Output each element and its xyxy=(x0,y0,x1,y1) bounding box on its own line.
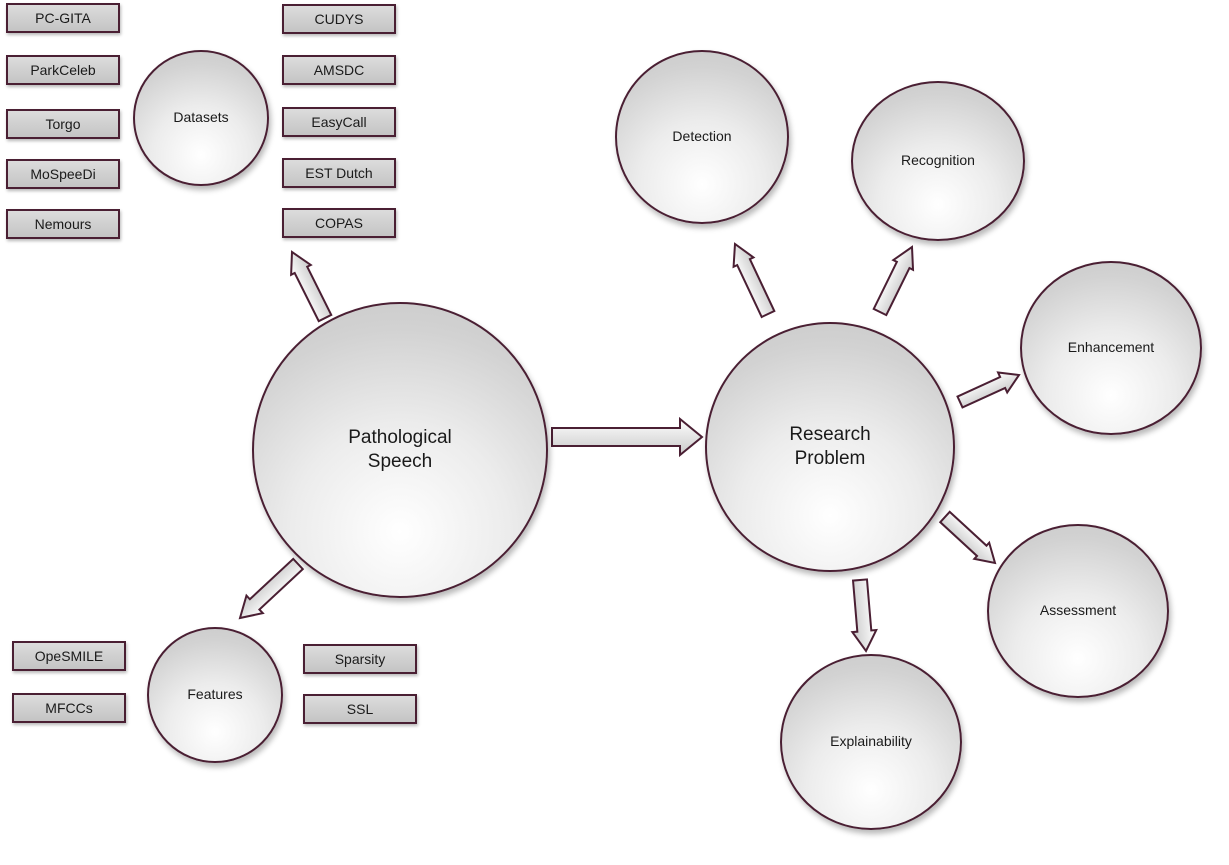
arrow-to-enhancement xyxy=(956,371,1021,409)
dataset-box-pc-gita: PC-GITA xyxy=(6,3,120,33)
arrow-to-recognition xyxy=(872,245,915,317)
recognition-label: Recognition xyxy=(901,152,975,169)
features-label: Features xyxy=(187,686,243,703)
feature-box-ssl: SSL xyxy=(303,694,417,724)
enhancement-node: Enhancement xyxy=(1020,261,1202,435)
research-problem-label: Research Problem xyxy=(789,424,871,469)
feature-box-mfccs: MFCCs xyxy=(12,693,126,723)
feature-box-sparsity: Sparsity xyxy=(303,644,417,674)
detection-label: Detection xyxy=(672,128,732,145)
arrow-to-assessment xyxy=(938,510,997,565)
dataset-box-amsdc: AMSDC xyxy=(282,55,396,85)
enhancement-label: Enhancement xyxy=(1067,339,1155,356)
recognition-node: Recognition xyxy=(851,81,1025,241)
dataset-box-cudys: CUDYS xyxy=(282,4,396,34)
arrow-to-research-problem xyxy=(551,416,704,458)
dataset-box-easycall: EasyCall xyxy=(282,107,396,137)
datasets-label: Datasets xyxy=(173,109,229,126)
arrow-to-datasets xyxy=(290,250,333,323)
research-problem-node: Research Problem xyxy=(705,322,955,572)
explainability-label: Explainability xyxy=(830,733,912,750)
assessment-node: Assessment xyxy=(987,524,1169,698)
features-node: Features xyxy=(147,627,283,763)
dataset-box-est-dutch: EST Dutch xyxy=(282,158,396,188)
dataset-box-nemours: Nemours xyxy=(6,209,120,239)
detection-node: Detection xyxy=(615,50,789,224)
pathological-speech-node: Pathological Speech xyxy=(252,302,548,598)
dataset-box-torgo: Torgo xyxy=(6,109,120,139)
dataset-box-copas: COPAS xyxy=(282,208,396,238)
arrow-to-explainability xyxy=(850,578,878,653)
datasets-node: Datasets xyxy=(133,50,269,186)
dataset-box-mospeedi: MoSpeeDi xyxy=(6,159,120,189)
assessment-label: Assessment xyxy=(1039,602,1117,619)
pathological-speech-label: Pathological Speech xyxy=(348,427,452,472)
explainability-node: Explainability xyxy=(780,654,962,830)
arrow-to-detection xyxy=(732,242,776,319)
dataset-box-parkceleb: ParkCeleb xyxy=(6,55,120,85)
feature-box-opesmile: OpeSMILE xyxy=(12,641,126,671)
arrow-to-features xyxy=(238,557,305,620)
